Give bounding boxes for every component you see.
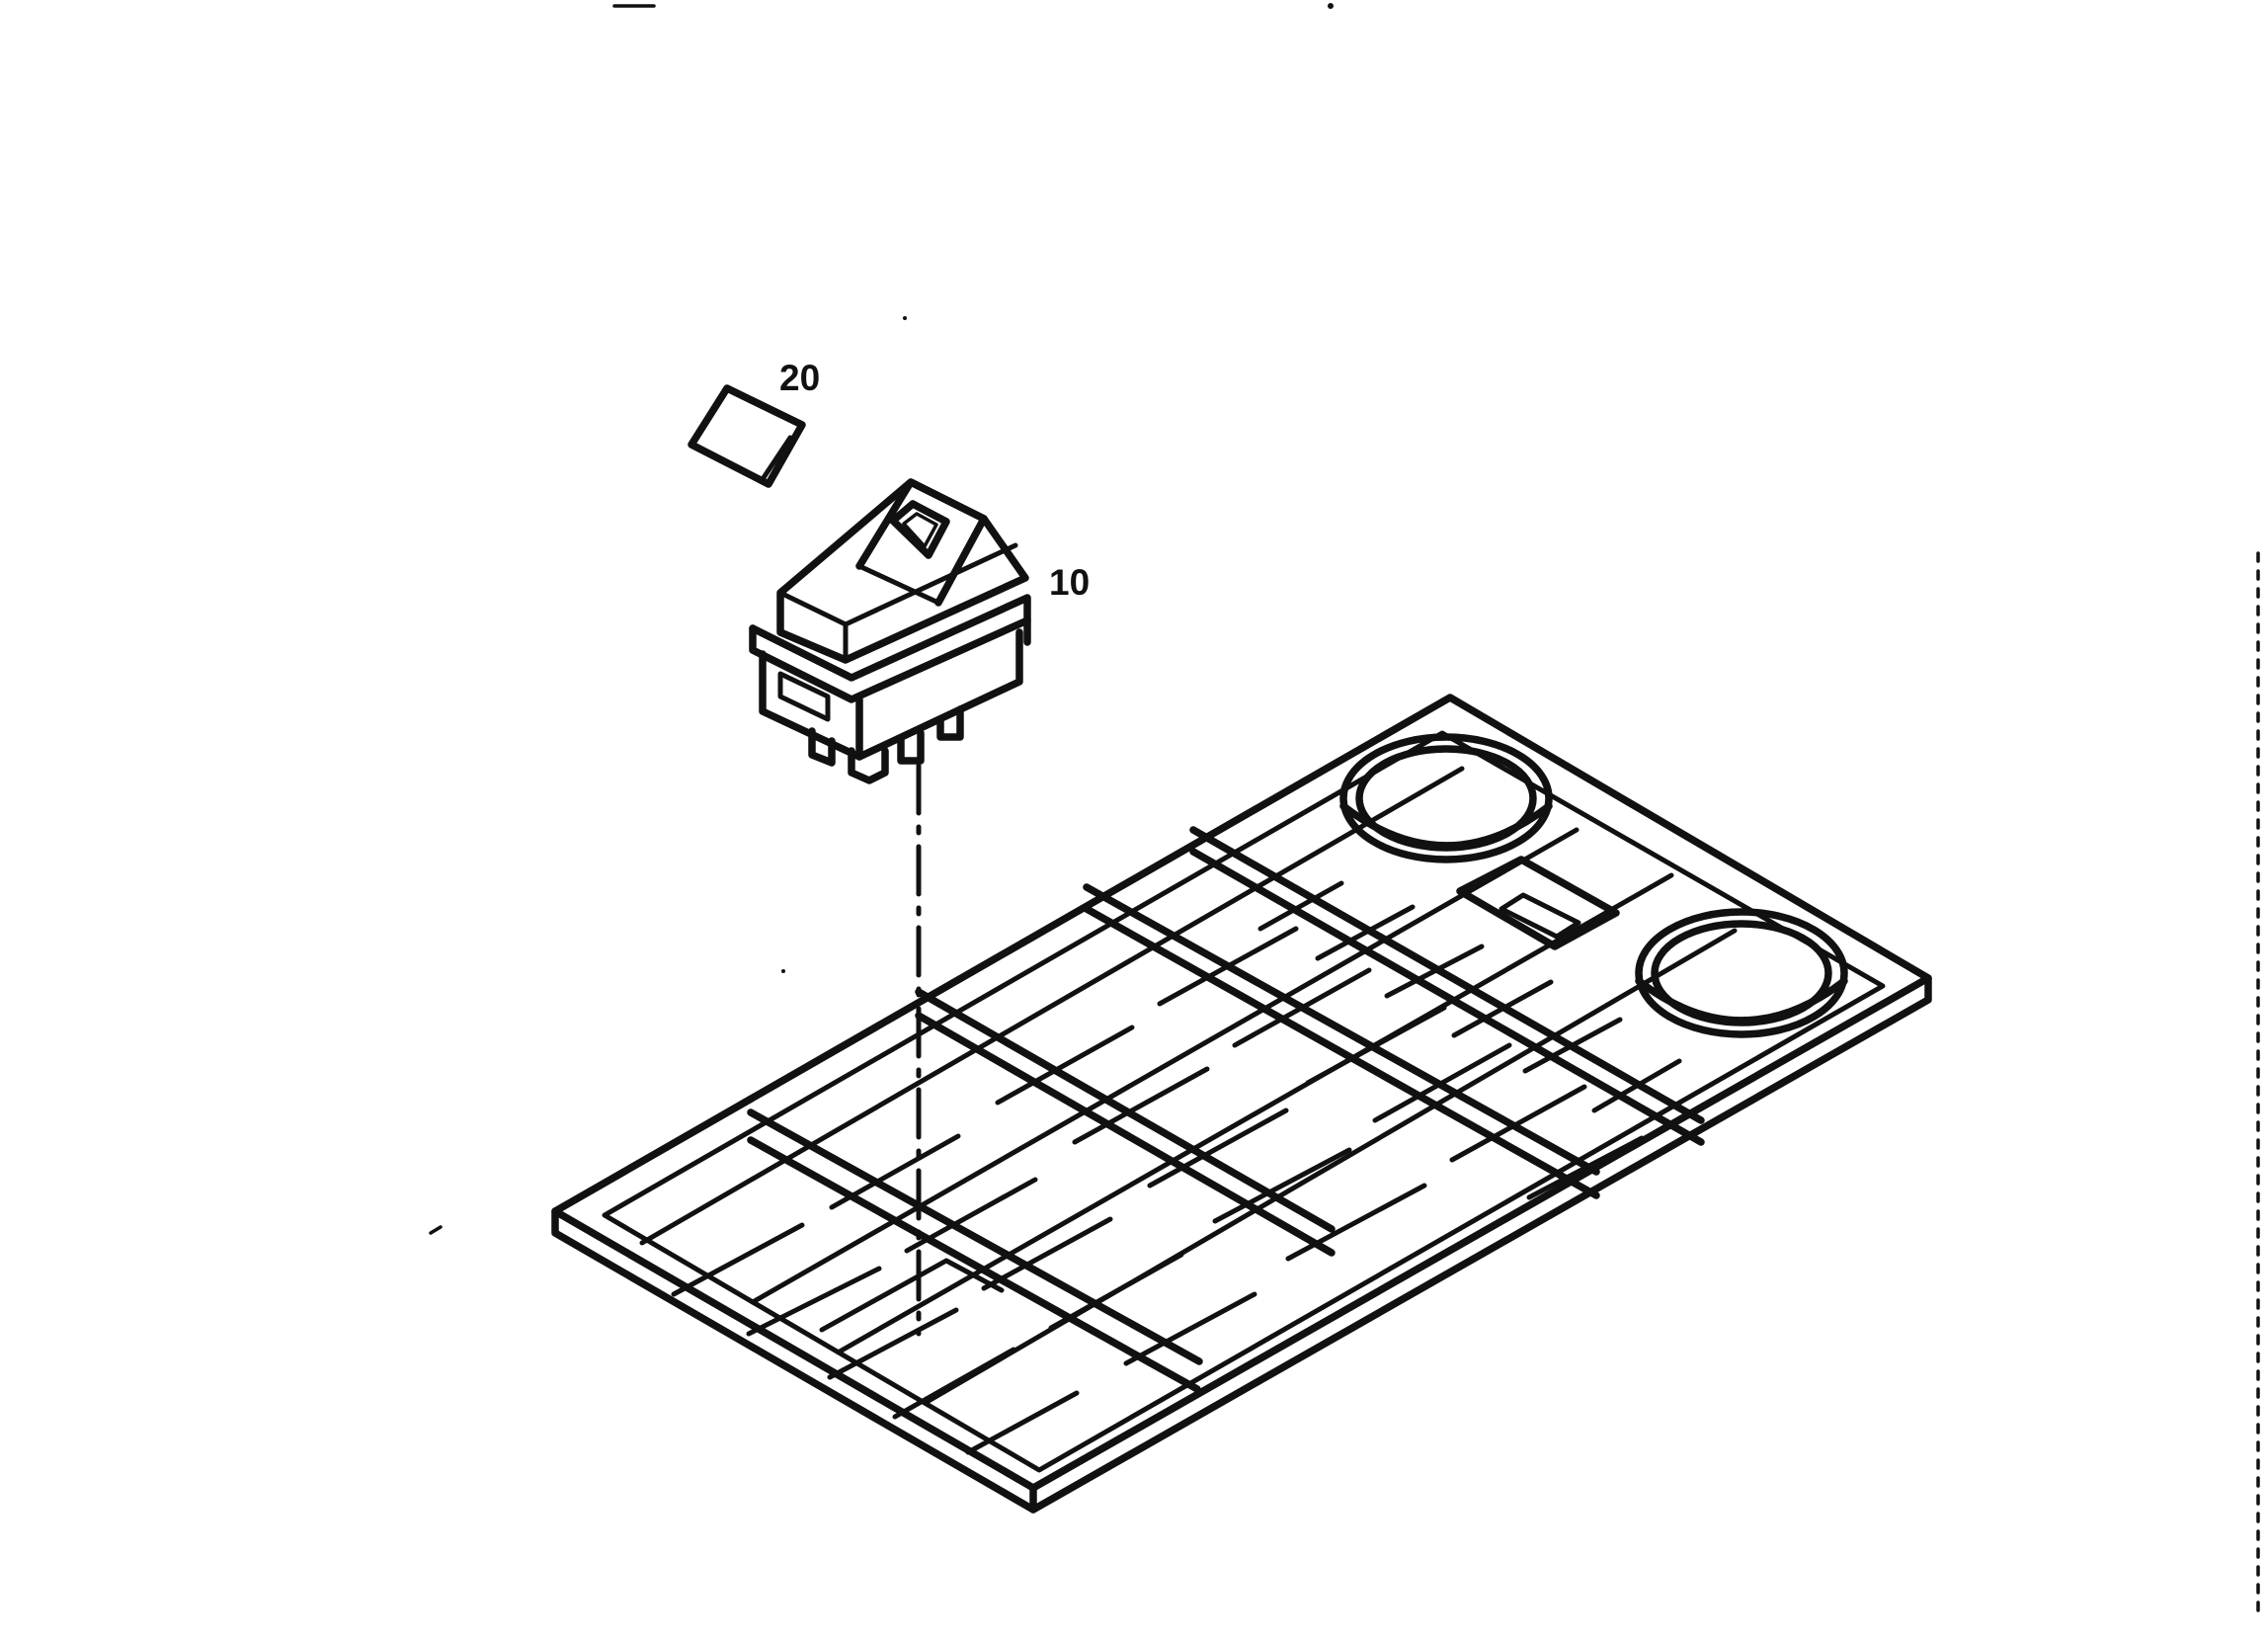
part-label-20: 20 — [779, 358, 821, 398]
scan-marks — [429, 3, 1334, 1235]
gauge-right — [1635, 908, 1848, 1038]
part-10-rocker-switch — [749, 478, 1031, 784]
gauge-left — [1339, 733, 1553, 863]
part-20-cap — [688, 384, 806, 488]
dashboard-panel — [551, 694, 1932, 1514]
part-label-10: 10 — [1049, 562, 1091, 603]
panel-slot — [1456, 856, 1620, 950]
